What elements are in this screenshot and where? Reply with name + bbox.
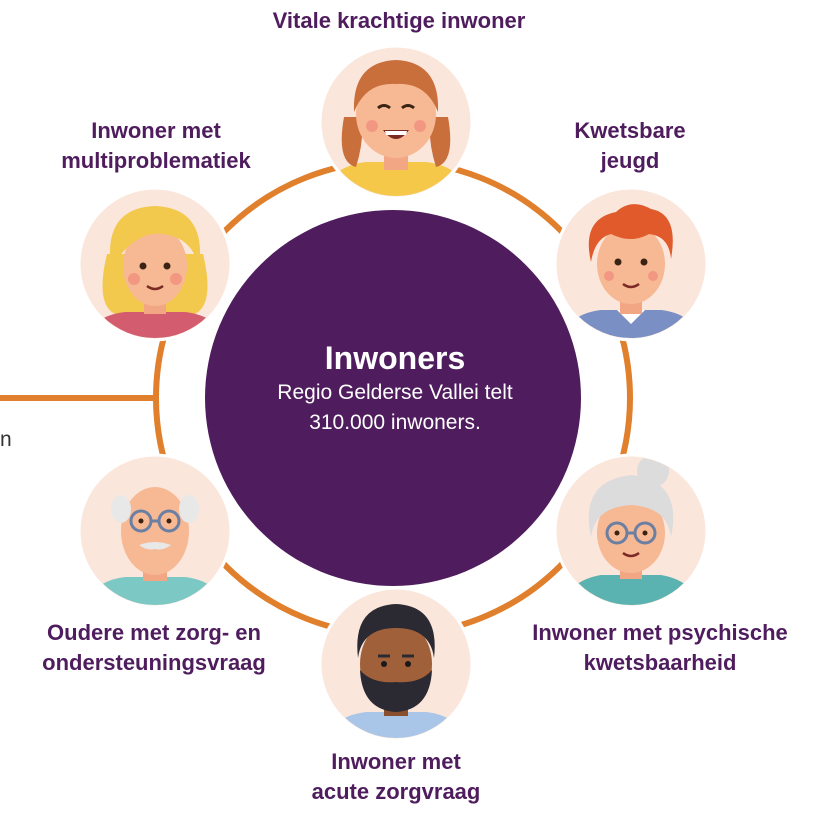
elderly-man-glasses-icon [77,453,233,609]
label-vitale-krachtige-inwoner: Vitale krachtige inwoner [272,8,526,33]
blonde-woman-icon [77,186,233,342]
label-inwoner-met-multiproblematiek: Inwoner met multiproblematiek [61,118,251,173]
center-title: Inwoners [324,340,466,376]
bearded-man-icon [318,586,474,742]
elderly-woman-glasses-icon [553,453,709,609]
label-inwoner-met-acute-zorgvraag: Inwoner met acute zorgvraag [311,749,481,804]
center-subtitle-line1: Regio Gelderse Vallei telt [277,381,513,404]
label-oudere-met-zorg-en-ondersteuningsvraag: Oudere met zorg- en ondersteuningsvraag [42,620,266,675]
label-kwetsbare-jeugd: Kwetsbare jeugd [574,118,686,173]
side-text-fragment: n [0,428,12,451]
center-text-block: Inwoners Regio Gelderse Vallei telt 310.… [205,338,585,438]
label-inwoner-met-psychische-kwetsbaarheid: Inwoner met psychische kwetsbaarheid [532,620,788,675]
smiling-girl-icon [318,44,474,200]
red-haired-boy-icon [553,186,709,342]
center-subtitle-line2: 310.000 inwoners. [309,411,481,434]
center-circle [205,210,581,586]
